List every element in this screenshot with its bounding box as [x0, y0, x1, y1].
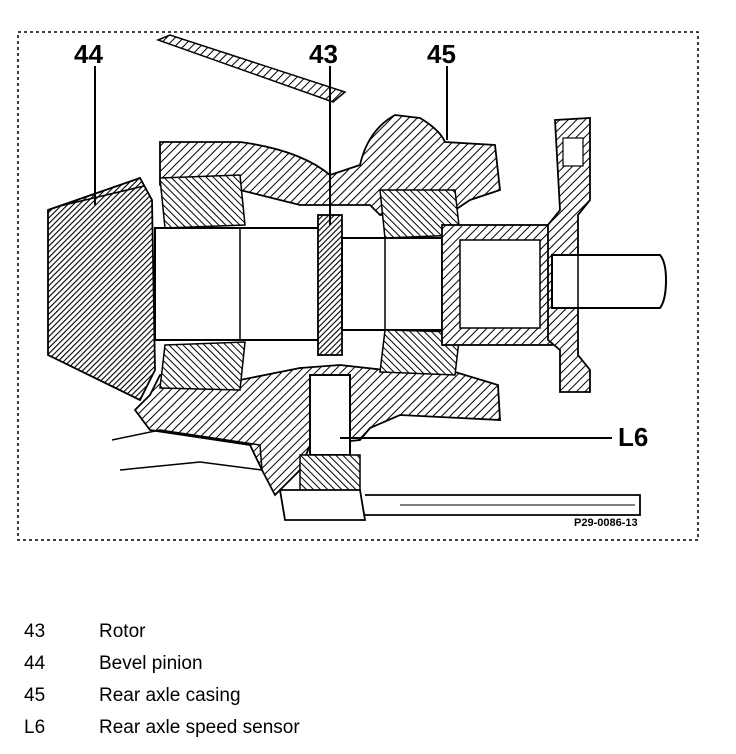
legend-code: 43	[24, 621, 46, 642]
exploded-diagram: 44 43 45 L6 P29-0086-13	[17, 31, 699, 541]
sensor-connector	[278, 489, 367, 521]
support-pipe	[111, 429, 263, 471]
bearing-left-top	[159, 174, 246, 229]
callout-l6: L6	[618, 422, 648, 452]
callout-43: 43	[309, 39, 338, 69]
axle-strut	[155, 34, 347, 103]
legend-text: Rear axle casing	[99, 685, 241, 706]
callout-45: 45	[427, 39, 456, 69]
output-stub	[551, 254, 668, 309]
legend: 43 Rotor 44 Bevel pinion 45 Rear axle ca…	[24, 616, 300, 744]
legend-item: 43 Rotor	[24, 616, 300, 648]
sensor-mount	[299, 454, 361, 496]
legend-code: 45	[24, 685, 46, 706]
callout-44: 44	[74, 39, 103, 69]
figure-code: P29-0086-13	[574, 517, 638, 529]
speed-sensor	[309, 374, 351, 456]
pinion-shaft	[154, 227, 331, 341]
legend-text: Rotor	[99, 621, 146, 642]
legend-text: Rear axle speed sensor	[99, 717, 300, 738]
bearing-left-bottom	[159, 341, 246, 391]
bearing-right-bottom	[379, 329, 461, 376]
legend-item: 45 Rear axle casing	[24, 680, 300, 712]
legend-item: L6 Rear axle speed sensor	[24, 712, 300, 744]
nut-core	[459, 239, 541, 329]
rotor	[317, 214, 343, 356]
shaft-middle	[341, 237, 443, 331]
leader-lines	[94, 66, 612, 439]
flange-slot	[562, 137, 584, 167]
legend-code: 44	[24, 653, 46, 674]
bevel-pinion	[47, 176, 156, 402]
legend-text: Bevel pinion	[99, 653, 203, 674]
legend-code: L6	[24, 717, 46, 738]
legend-item: 44 Bevel pinion	[24, 648, 300, 680]
